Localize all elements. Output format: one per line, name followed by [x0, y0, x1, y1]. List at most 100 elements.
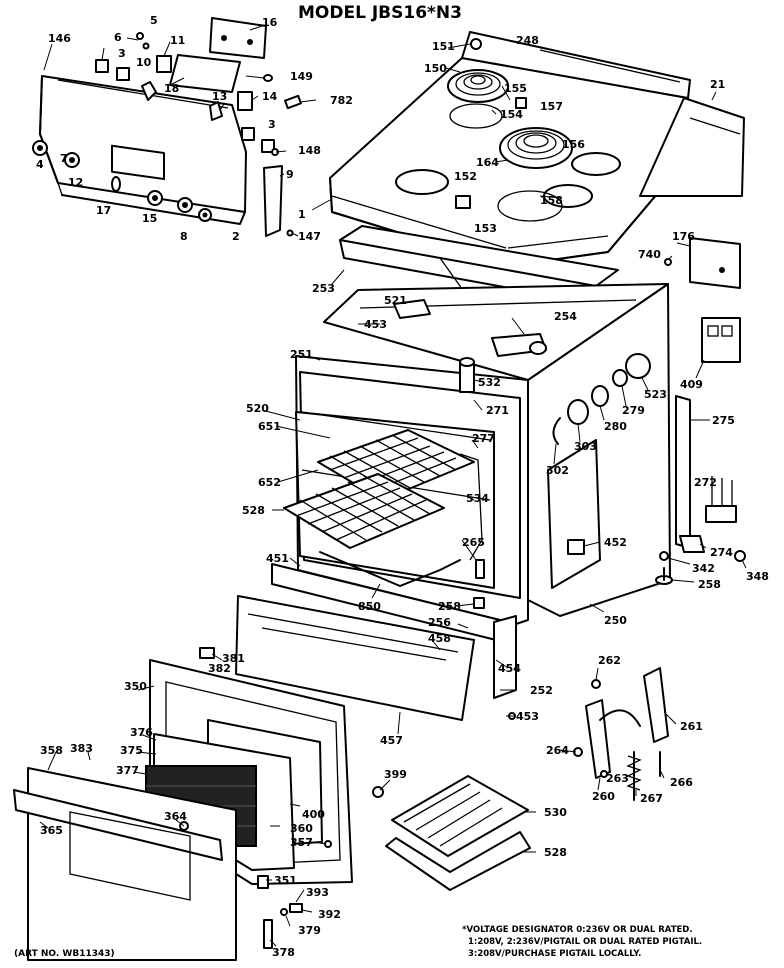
- label-256: 256: [428, 616, 451, 629]
- oven-rack-lower: [283, 473, 445, 549]
- label-279: 279: [622, 404, 645, 417]
- label-6: 6: [114, 31, 122, 44]
- label-258b: 258: [438, 600, 461, 613]
- label-176: 176: [672, 230, 695, 243]
- label-379: 379: [298, 924, 321, 937]
- door-hinge-assembly: [573, 667, 669, 801]
- oven-door: [13, 647, 353, 961]
- label-2: 2: [232, 230, 240, 243]
- label-277: 277: [472, 432, 495, 445]
- label-156: 156: [562, 138, 585, 151]
- note-line-3: 3:208V/PURCHASE PIGTAIL LOCALLY.: [468, 949, 641, 959]
- label-454: 454: [498, 662, 521, 675]
- label-5: 5: [150, 14, 158, 27]
- label-452: 452: [604, 536, 627, 549]
- label-350: 350: [124, 680, 147, 693]
- surface-unit-large: [497, 127, 573, 222]
- label-453b: 453: [516, 710, 539, 723]
- label-357: 357: [290, 836, 313, 849]
- label-272: 272: [694, 476, 717, 489]
- surface-unit-small: [447, 69, 509, 129]
- label-18: 18: [164, 82, 179, 95]
- note-line-2: 1:208V, 2:236V/PIGTAIL OR DUAL RATED PIG…: [468, 937, 702, 947]
- label-534: 534: [466, 492, 489, 505]
- label-850: 850: [358, 600, 381, 613]
- label-15: 15: [142, 212, 157, 225]
- label-782: 782: [330, 94, 353, 107]
- label-528b: 528: [544, 846, 567, 859]
- label-146: 146: [48, 32, 71, 45]
- label-457: 457: [380, 734, 403, 747]
- label-13: 13: [212, 90, 227, 103]
- label-381: 381: [222, 652, 245, 665]
- label-8: 8: [180, 230, 188, 243]
- label-3b: 3: [268, 118, 276, 131]
- label-149: 149: [290, 70, 313, 83]
- label-740: 740: [638, 248, 661, 261]
- label-521: 521: [384, 294, 407, 307]
- label-364: 364: [164, 810, 187, 823]
- label-530: 530: [544, 806, 567, 819]
- label-261: 261: [680, 720, 703, 733]
- oven-body: [283, 283, 671, 632]
- label-16: 16: [262, 16, 278, 29]
- label-360: 360: [290, 822, 313, 835]
- label-21: 21: [710, 78, 725, 91]
- label-271: 271: [486, 404, 509, 417]
- label-253: 253: [312, 282, 335, 295]
- storage-drawer: [235, 563, 517, 721]
- label-254: 254: [554, 310, 577, 323]
- label-151: 151: [432, 40, 455, 53]
- label-302: 302: [546, 464, 569, 477]
- label-152: 152: [454, 170, 477, 183]
- label-250: 250: [604, 614, 627, 627]
- label-265: 265: [462, 536, 485, 549]
- art-number: (ART NO. WB11343): [14, 949, 115, 959]
- label-14: 14: [262, 90, 278, 103]
- label-303: 303: [574, 440, 597, 453]
- label-17: 17: [96, 204, 111, 217]
- label-393: 393: [306, 886, 329, 899]
- label-365: 365: [40, 824, 63, 837]
- label-652: 652: [258, 476, 281, 489]
- right-side-parts: [655, 237, 746, 585]
- label-12: 12: [68, 176, 83, 189]
- label-358: 358: [40, 744, 63, 757]
- label-523: 523: [644, 388, 667, 401]
- leader-lines: [39, 25, 747, 947]
- label-378: 378: [272, 946, 295, 959]
- label-148: 148: [298, 144, 321, 157]
- label-262: 262: [598, 654, 621, 667]
- label-252: 252: [530, 684, 553, 697]
- label-263: 263: [606, 772, 629, 785]
- label-520: 520: [246, 402, 269, 415]
- label-382: 382: [208, 662, 231, 675]
- label-458: 458: [428, 632, 451, 645]
- label-154: 154: [500, 108, 523, 121]
- label-266: 266: [670, 776, 693, 789]
- model-title: MODEL JBS16*N3: [298, 3, 462, 23]
- label-258a: 258: [698, 578, 721, 591]
- label-280: 280: [604, 420, 627, 433]
- label-260: 260: [592, 790, 615, 803]
- label-375: 375: [120, 744, 143, 757]
- label-11: 11: [170, 34, 185, 47]
- label-399: 399: [384, 768, 407, 781]
- label-377: 377: [116, 764, 139, 777]
- label-651: 651: [258, 420, 281, 433]
- label-275: 275: [712, 414, 735, 427]
- label-251: 251: [290, 348, 313, 361]
- label-392: 392: [318, 908, 341, 921]
- label-383: 383: [70, 742, 93, 755]
- broiler-pan: [372, 775, 531, 891]
- label-528a: 528: [242, 504, 265, 517]
- label-400: 400: [302, 808, 325, 821]
- part-labels: 146 5 6 16 3 11 10 18 149 13 14 782 3 14…: [36, 14, 769, 959]
- label-147: 147: [298, 230, 321, 243]
- label-453a: 453: [364, 318, 387, 331]
- label-4: 4: [36, 158, 44, 171]
- label-153: 153: [474, 222, 497, 235]
- control-panel-assembly: [32, 17, 302, 237]
- label-409: 409: [680, 378, 703, 391]
